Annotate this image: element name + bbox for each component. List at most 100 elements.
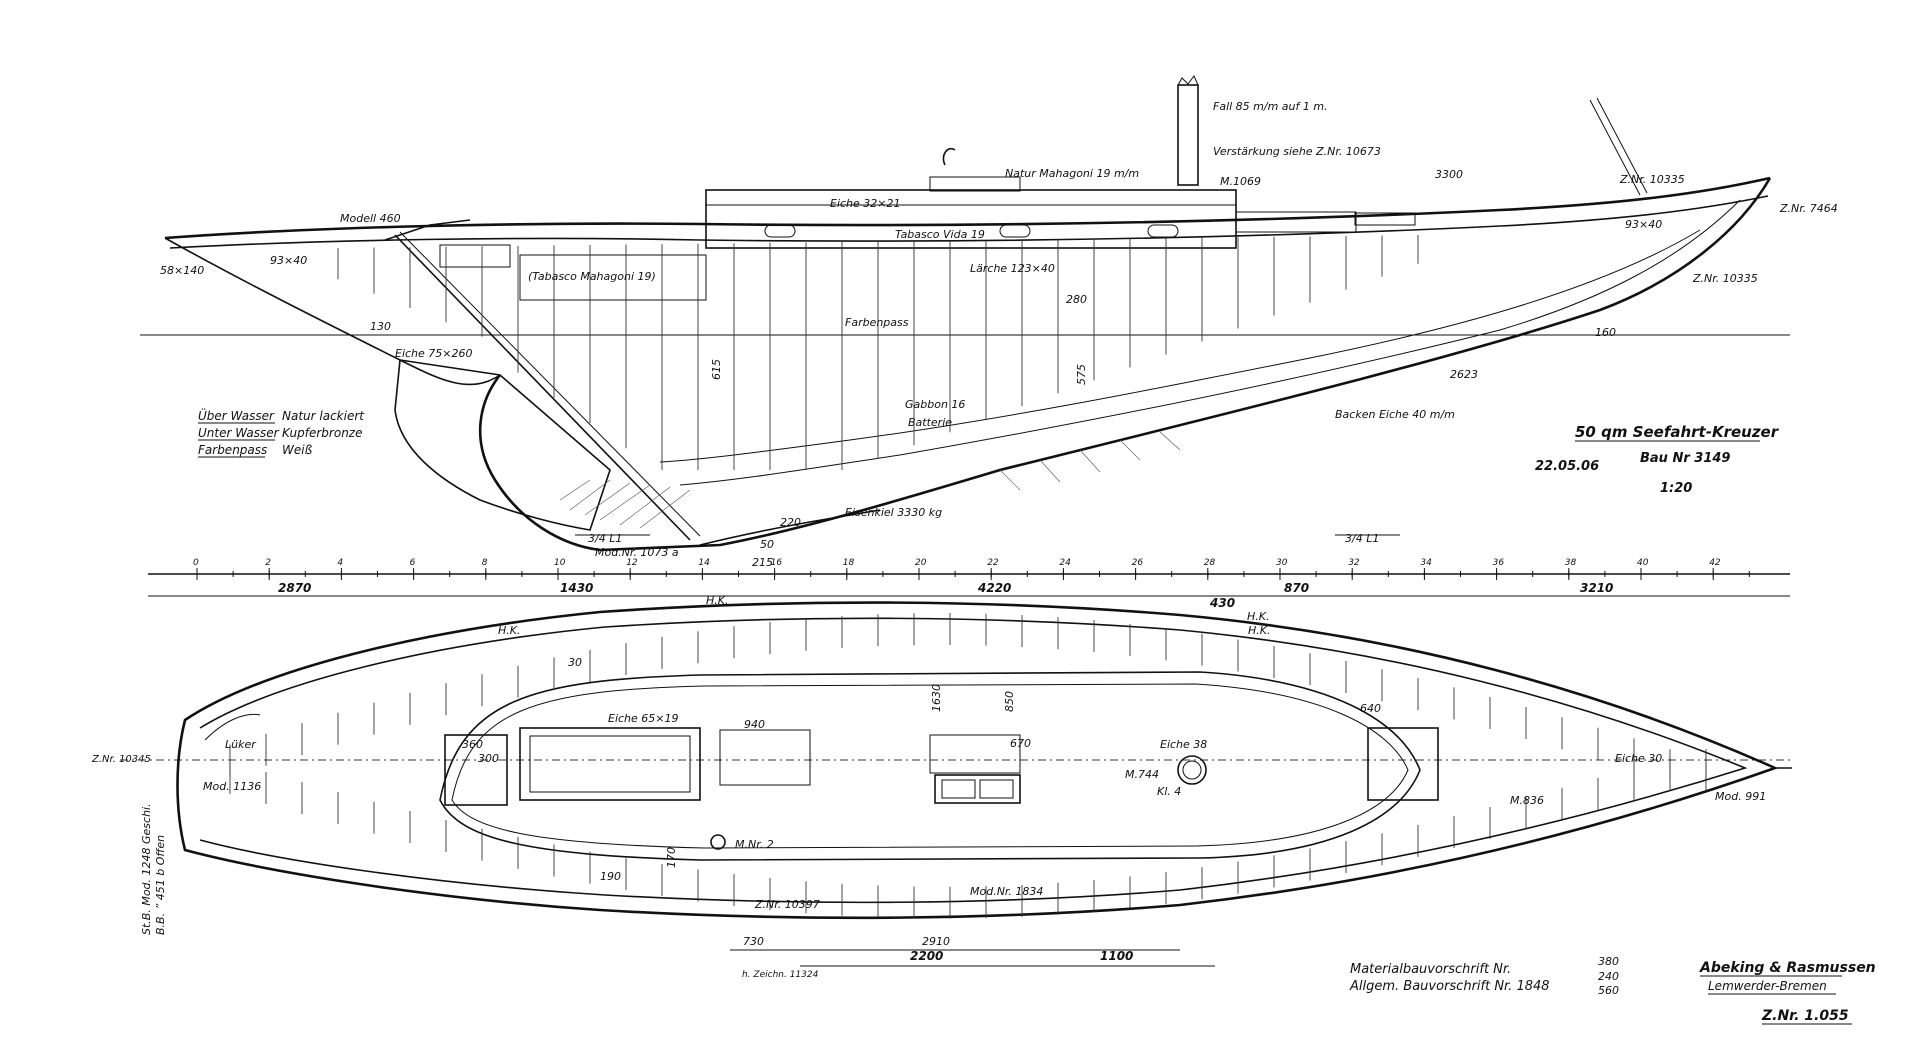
drawing-number: Z.Nr. 1.055 [1761, 1008, 1849, 1024]
porthole [764, 224, 796, 238]
label-130: 130 [370, 320, 391, 333]
finish-value: Kupferbronze [282, 426, 363, 440]
label-zn10335b: Z.Nr. 10335 [1692, 272, 1758, 285]
mast [1177, 84, 1199, 186]
finish-area: Unter Wasser [198, 426, 280, 440]
skylight-pane [979, 779, 1014, 799]
general-spec: Allgem. Bauvorschrift Nr. 1848 [1349, 979, 1550, 994]
label-fall: Fall 85 m/m auf 1 m. [1213, 100, 1328, 113]
note-bb: B.B. ” 451 b Offen [154, 835, 167, 935]
plan-shelf [199, 617, 1748, 904]
label-m836: M.836 [1510, 794, 1544, 807]
build-number: Bau Nr 3149 [1640, 451, 1730, 466]
elevation-frames [337, 235, 1419, 470]
dim-670: 670 [1010, 737, 1031, 750]
station-tick-label: 22 [987, 558, 999, 568]
label-luke: Lüker [225, 738, 257, 751]
station-tick-label: 2 [265, 558, 271, 568]
plan-forehatch [1367, 727, 1439, 801]
side-notes: St.B. Mod. 1248 Geschi. B.B. ” 451 b Off… [140, 803, 167, 935]
station-tick-label: 36 [1493, 558, 1505, 568]
dim-870: 870 [1284, 581, 1309, 595]
label-tabasco19b: (Tabasco Mahagoni 19) [528, 270, 656, 283]
label-zn10345: Z.Nr. 10345 [91, 754, 151, 765]
label-eiche32: Eiche 32×21 [830, 197, 901, 210]
label-hk3: H.K. [498, 624, 520, 637]
label-laerche: Lärche 123×40 [970, 262, 1055, 275]
label-verstaerkung: Verstärkung siehe Z.Nr. 10673 [1213, 145, 1381, 158]
dim-170: 170 [665, 847, 678, 868]
aft-hatch [439, 244, 511, 268]
plan-skylight [934, 774, 1021, 804]
station-tick-label: 40 [1637, 558, 1649, 568]
station-tick-label: 0 [193, 558, 199, 568]
label-eiche30: Eiche 30 [1615, 752, 1662, 765]
skylight-pane [941, 779, 976, 799]
hull-profile [478, 177, 1772, 552]
dim-3210: 3210 [1580, 581, 1613, 595]
dim-4220: 4220 [977, 581, 1011, 595]
plan-hatch [929, 734, 1021, 774]
rudder [394, 359, 611, 531]
dim-430: 430 [1209, 596, 1235, 610]
firm-name: Abeking & Rasmussen [1699, 960, 1876, 976]
label-l1b: 3/4 L1 [1345, 532, 1379, 545]
dim-300: 300 [478, 752, 499, 765]
dim-360: 360 [462, 738, 483, 751]
plan-companionway [719, 729, 811, 786]
spec-code: 240 [1598, 970, 1619, 983]
material-spec: Materialbauvorschrift Nr. [1350, 962, 1511, 977]
label-615: 615 [710, 359, 723, 380]
label-tabasco19a: Tabasco Vida 19 [895, 228, 985, 241]
station-tick-label: 12 [626, 558, 638, 568]
dim-1100: 1100 [1100, 949, 1133, 963]
label-mnr2: M.Nr. 2 [735, 838, 774, 851]
plan-mast [1182, 760, 1202, 780]
label-160: 160 [1595, 326, 1616, 339]
plan-frames [229, 613, 1707, 919]
label-eiche75: Eiche 75×260 [395, 347, 473, 360]
deck-inner-line [169, 195, 1769, 249]
station-tick-label: 30 [1276, 558, 1288, 568]
label-zn10335a: Z.Nr. 10335 [1619, 173, 1685, 186]
forestay-2 [1596, 97, 1648, 194]
ballast-keel-hatch [559, 431, 1181, 529]
plan-hull-outline [176, 601, 1779, 920]
dim-190: 190 [600, 870, 621, 883]
title-block: 50 qm Seefahrt-Kreuzer 22.05.06 Bau Nr 3… [1535, 423, 1780, 496]
label-93x40a: 93×40 [270, 254, 307, 267]
mast-top [1177, 75, 1199, 86]
dim-2870: 2870 [278, 581, 311, 595]
plan-aft-hatch [444, 734, 508, 806]
label-kl4: Kl. 4 [1157, 785, 1181, 798]
label-backen: Backen Eiche 40 m/m [1335, 408, 1455, 421]
finish-notes: Über Wasser Natur lackiert Unter Wasser … [198, 407, 365, 458]
plan-cabin-inner [451, 683, 1409, 849]
station-tick-label: 34 [1420, 558, 1432, 568]
keel-line [699, 509, 881, 546]
spec-code: 560 [1598, 984, 1619, 997]
finish-value: Weiß [282, 443, 313, 457]
fore-hatch [1354, 212, 1416, 226]
label-280: 280 [1066, 293, 1087, 306]
label-modnr1834: Mod.Nr. 1834 [970, 885, 1043, 898]
tiller [384, 219, 471, 241]
forestay [1589, 99, 1641, 196]
station-tick-label: 6 [410, 558, 416, 568]
station-tick-label: 8 [482, 558, 488, 568]
plan-cabin-trunk [439, 671, 1421, 861]
dim-1630: 1630 [930, 684, 943, 712]
rudder-stock [394, 234, 691, 541]
label-mod991: Mod. 991 [1715, 790, 1766, 803]
hook [942, 147, 956, 166]
title-block-lower: Materialbauvorschrift Nr. Allgem. Bauvor… [1349, 955, 1876, 1025]
drawing-scale: 1:20 [1660, 481, 1692, 496]
label-hk4: H.K. [1248, 624, 1270, 637]
label-mod1136: Mod. 1136 [203, 780, 261, 793]
label-gabbon: Gabbon 16 [905, 398, 965, 411]
label-farbenpass: Farbenpass [845, 316, 909, 329]
station-tick-label: 24 [1059, 558, 1071, 568]
station-tick-label: 28 [1204, 558, 1216, 568]
